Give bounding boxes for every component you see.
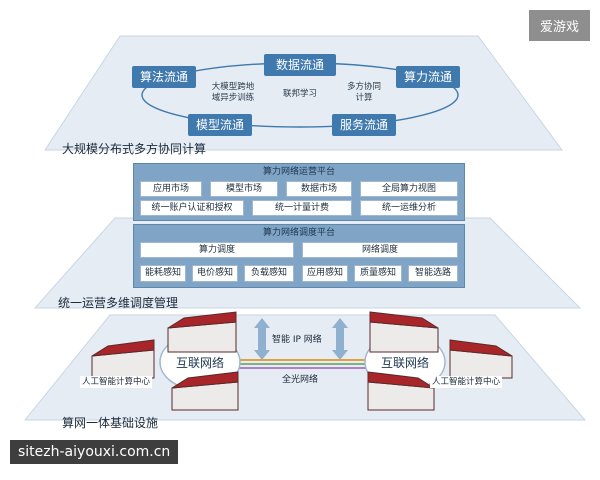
bottom-layer-label: 算网一体基础设施 (62, 416, 159, 430)
flow-compute: 算力流通 (396, 66, 460, 88)
ops-cell: 统一计量计费 (252, 200, 352, 216)
note-federated: 联邦学习 (282, 89, 317, 99)
sensor-cell: 负载感知 (244, 265, 294, 282)
dispatch-platform-panel: 算力网络调度平台 算力调度 网络调度 能耗感知 电价感知 负载感知 应用感知 质… (133, 224, 465, 288)
middle-layer-label: 统一运营多维调度管理 (58, 296, 179, 310)
ops-platform-panel: 算力网络运营平台 应用市场 模型市场 数据市场 全局算力视图 统一账户认证和授权… (133, 163, 465, 221)
network-dispatch-cell: 网络调度 (302, 242, 458, 258)
dispatch-platform-title: 算力网络调度平台 (262, 228, 335, 238)
ip-network-arrows (254, 318, 348, 360)
ops-cell: 应用市场 (140, 181, 202, 197)
ip-network-label: 智能 IP 网络 (272, 335, 322, 345)
sensor-cell: 质量感知 (354, 265, 402, 282)
flow-algorithm: 算法流通 (132, 66, 196, 88)
ops-cell: 统一账户认证和授权 (140, 200, 244, 216)
note-cross-domain: 大模型跨地 域异步训练 (211, 82, 255, 103)
site-badge: 爱游戏 (528, 10, 590, 41)
top-layer-label: 大规模分布式多方协同计算 (62, 142, 207, 156)
site-watermark: sitezh-aiyouxi.com.cn (10, 440, 179, 464)
dc-buildings-right (367, 311, 513, 411)
sensor-cell: 能耗感知 (140, 265, 186, 282)
sensor-cell: 应用感知 (302, 265, 348, 282)
optical-link (236, 359, 368, 369)
flow-model: 模型流通 (188, 114, 252, 136)
ops-cell: 统一运维分析 (360, 200, 458, 216)
dc-label-left: 人工智能计算中心 (80, 376, 153, 388)
optical-network-label: 全光网络 (282, 375, 319, 385)
ops-cell: 模型市场 (210, 181, 278, 197)
flow-data: 数据流通 (264, 54, 336, 76)
dc-label-right: 人工智能计算中心 (430, 376, 503, 388)
plane-top (44, 35, 563, 151)
sensor-cell: 智能选路 (408, 265, 458, 282)
flow-service: 服务流通 (332, 114, 396, 136)
sensor-cell: 电价感知 (192, 265, 238, 282)
ops-cell: 数据市场 (286, 181, 352, 197)
cloud-right-label: 互联网络 (380, 356, 429, 370)
compute-dispatch-cell: 算力调度 (140, 242, 294, 258)
note-multiparty: 多方协同 计算 (346, 82, 381, 103)
ops-cell: 全局算力视图 (360, 181, 458, 197)
dc-buildings-left (91, 311, 239, 411)
ops-platform-title: 算力网络运营平台 (262, 167, 335, 177)
cloud-left-label: 互联网络 (175, 356, 224, 370)
